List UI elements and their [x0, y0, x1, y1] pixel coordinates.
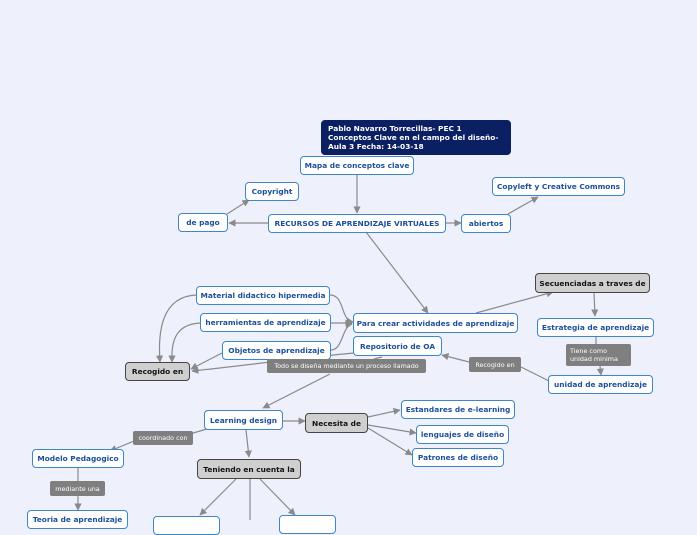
recursos-node[interactable]: RECURSOS DE APRENDIZAJE VIRTUALES: [268, 214, 446, 233]
edge-material-paracrear: [329, 294, 354, 325]
partial-node-left[interactable]: [153, 516, 220, 535]
estandares-node[interactable]: Estandares de e-learning: [401, 400, 515, 419]
partial-node-right[interactable]: [279, 515, 336, 534]
teniendo-label: Teniendo en cuenta la: [203, 464, 295, 474]
material-didactico-label: Material didactico hipermedia: [200, 291, 326, 300]
estrategia-label: Estrategia de aprendizaje: [541, 323, 650, 332]
herramientas-node[interactable]: herramientas de aprendizaje: [200, 313, 331, 332]
unidad-label: unidad de aprendizaje: [554, 380, 647, 389]
repositorio-node[interactable]: Repositorio de OA: [353, 336, 442, 356]
copyleft-node[interactable]: Copyleft y Creative Commons: [492, 177, 625, 196]
copyright-node[interactable]: Copyright: [245, 182, 299, 201]
recogido-en-node[interactable]: Recogido en: [125, 362, 190, 381]
unidad-node[interactable]: unidad de aprendizaje: [548, 375, 653, 394]
edge-necesita-patrones: [367, 427, 413, 456]
objetos-label: Objetos de aprendizaje: [228, 346, 325, 355]
edge-material-recogido: [155, 294, 198, 363]
tiene-como-label[interactable]: Tiene como unidad minima: [566, 344, 631, 366]
todo-se-disena-text: Todo se diseña mediante un proceso llama…: [274, 362, 419, 370]
mediante-una-label[interactable]: mediante una: [50, 481, 105, 496]
recursos-label: RECURSOS DE APRENDIZAJE VIRTUALES: [274, 219, 440, 228]
edge-recursos-paracrear: [365, 231, 429, 314]
edge-objetos-recogido: [190, 352, 223, 370]
edge-depago-copyright: [226, 199, 250, 215]
para-crear-label: Para crear actividades de aprendizaje: [356, 318, 515, 328]
edge-paracrear-secuenciadas: [475, 290, 554, 314]
material-didactico-node[interactable]: Material didactico hipermedia: [196, 286, 330, 305]
herramientas-label: herramientas de aprendizaje: [205, 318, 326, 327]
edge-necesita-estandares: [367, 407, 401, 418]
modelo-pedagogico-node[interactable]: Modelo Pedagogico: [32, 449, 124, 468]
edge-teniendo-left: [199, 478, 237, 516]
copyright-label: Copyright: [251, 187, 293, 196]
lenguajes-node[interactable]: lenguajes de diseño: [416, 425, 509, 444]
mediante-una-text: mediante una: [55, 484, 100, 493]
edge-todo-learning: [262, 373, 331, 409]
todo-se-disena-label[interactable]: Todo se diseña mediante un proceso llama…: [267, 359, 426, 373]
patrones-label: Patrones de diseño: [417, 453, 499, 462]
coordinado-con-label[interactable]: coordinado con: [133, 431, 193, 445]
edge-secuenciadas-estrategia: [591, 291, 599, 317]
learning-design-node[interactable]: Learning design: [204, 410, 283, 430]
de-pago-label: de pago: [186, 218, 220, 227]
central-title-node[interactable]: Pablo Navarro Torrecillas- PEC 1 Concept…: [321, 120, 511, 155]
estandares-label: Estandares de e-learning: [405, 405, 511, 414]
repositorio-label: Repositorio de OA: [359, 341, 436, 351]
edge-unidad-recogido: [520, 366, 550, 382]
necesita-de-node[interactable]: Necesita de: [305, 413, 368, 433]
abiertos-label: abiertos: [468, 219, 504, 228]
modelo-pedagogico-label: Modelo Pedagogico: [37, 454, 119, 463]
edge-herramientas-recogido: [168, 322, 202, 363]
edges-layer: [74, 175, 604, 520]
secuenciadas-node[interactable]: Secuenciadas a traves de: [535, 273, 650, 293]
edge-teniendo-right: [259, 478, 296, 516]
concept-map-canvas: Pablo Navarro Torrecillas- PEC 1 Concept…: [27, 120, 654, 535]
edge-abiertos-copyleft: [507, 196, 539, 215]
mapa-conceptos-label: Mapa de conceptos clave: [304, 161, 410, 170]
edge-objetos-paracrear: [330, 321, 353, 351]
estrategia-node[interactable]: Estrategia de aprendizaje: [537, 318, 654, 337]
secuenciadas-label: Secuenciadas a traves de: [539, 278, 646, 288]
lenguajes-label: lenguajes de diseño: [420, 430, 505, 439]
tiene-como-text: Tiene como unidad minima: [570, 347, 618, 363]
edge-necesita-lenguajes: [367, 424, 417, 436]
patrones-node[interactable]: Patrones de diseño: [412, 448, 504, 467]
coordinado-con-text: coordinado con: [138, 434, 188, 442]
recogido-en-label: Recogido en: [131, 367, 184, 376]
mapa-conceptos-node[interactable]: Mapa de conceptos clave: [300, 156, 414, 175]
copyleft-label: Copyleft y Creative Commons: [496, 182, 621, 191]
central-title-text: Pablo Navarro Torrecillas- PEC 1 Concept…: [328, 124, 499, 151]
objetos-node[interactable]: Objetos de aprendizaje: [222, 341, 331, 360]
recogido-en-link-text: Recogido en: [475, 360, 515, 369]
edge-learning-teniendo: [244, 429, 252, 458]
necesita-de-label: Necesita de: [312, 418, 361, 428]
teniendo-node[interactable]: Teniendo en cuenta la: [197, 459, 301, 479]
learning-design-label: Learning design: [209, 415, 278, 425]
de-pago-node[interactable]: de pago: [178, 213, 228, 232]
abiertos-node[interactable]: abiertos: [461, 214, 511, 233]
para-crear-node[interactable]: Para crear actividades de aprendizaje: [353, 313, 518, 333]
recogido-en-link-label[interactable]: Recogido en: [469, 357, 521, 372]
edge-tiene-unidad: [596, 365, 604, 376]
edge-recogido-repositorio: [441, 353, 470, 363]
